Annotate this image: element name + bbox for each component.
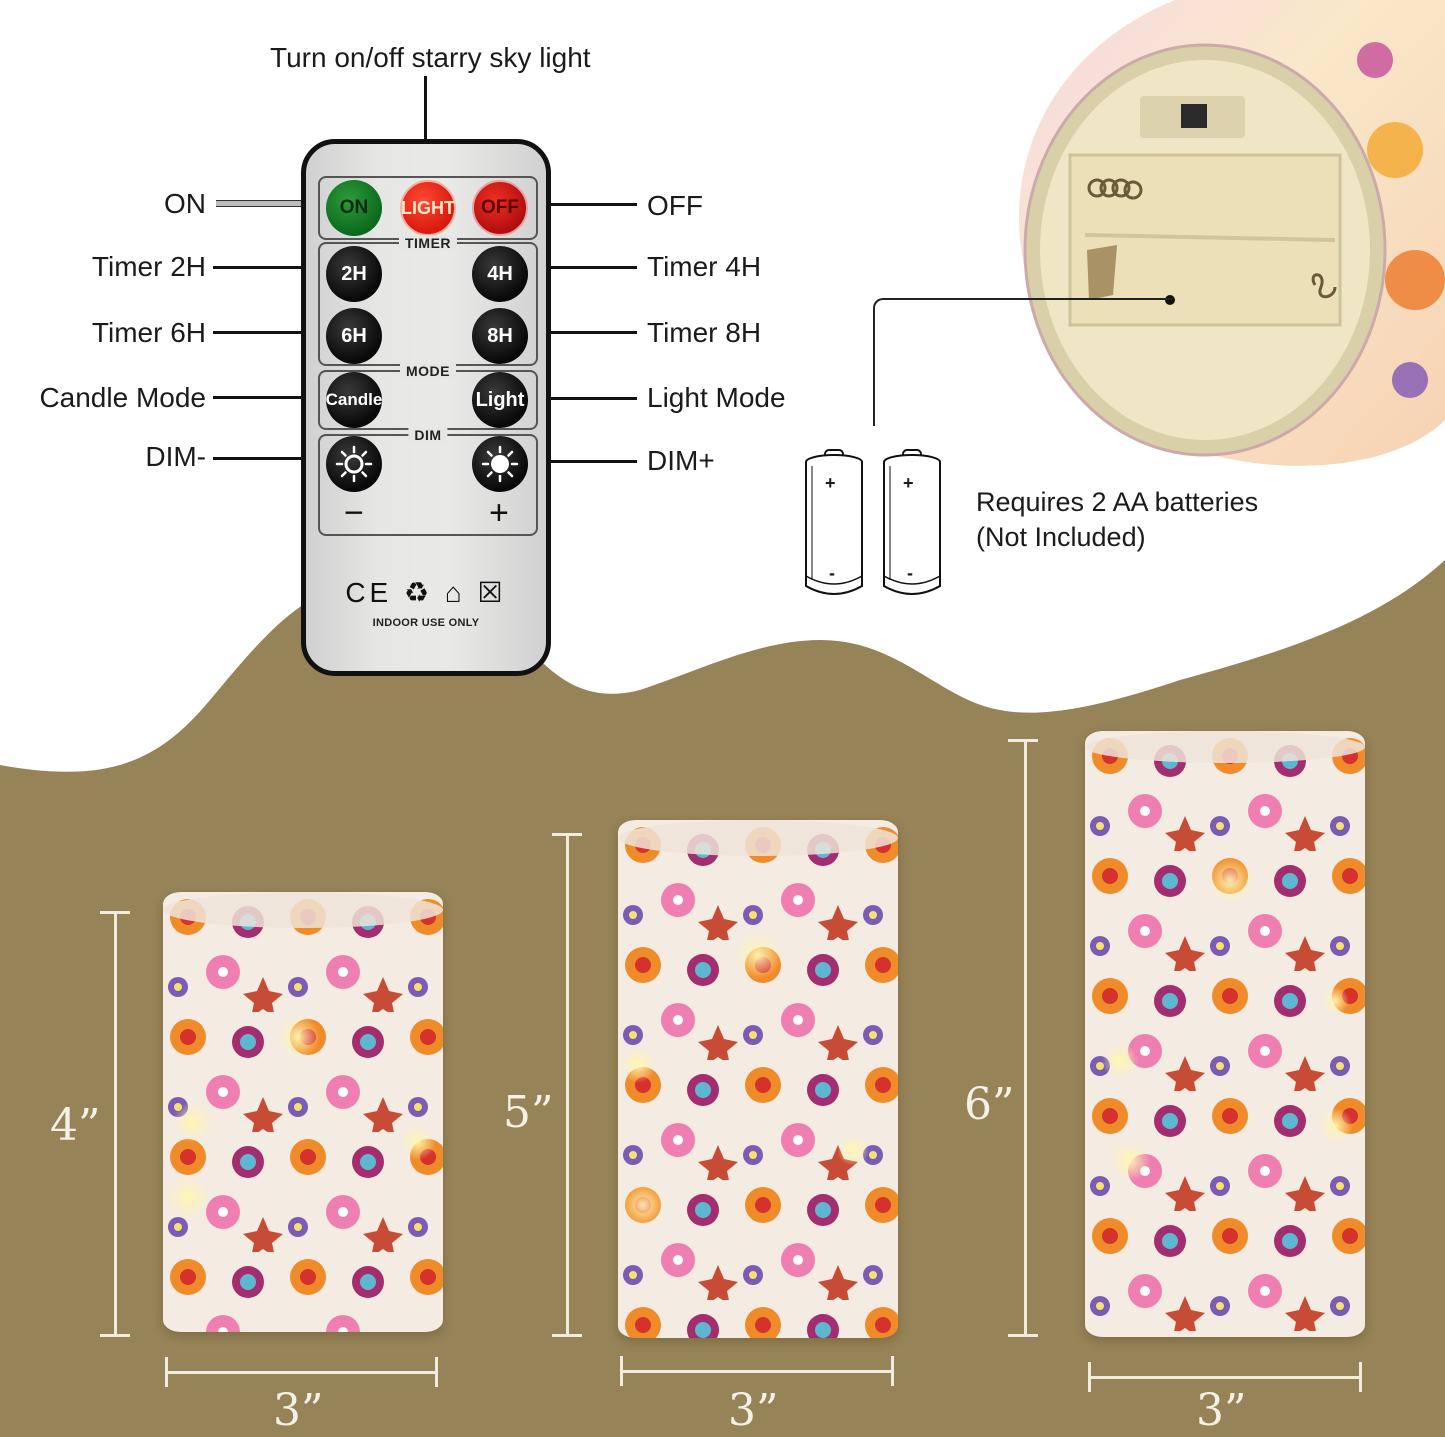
timer-6h-button[interactable]: 6H bbox=[326, 308, 382, 364]
label-off: OFF bbox=[647, 190, 703, 221]
height-ruler-4in bbox=[114, 912, 117, 1336]
timer-2h-button[interactable]: 2H bbox=[326, 246, 382, 302]
height-ruler-6in bbox=[1024, 740, 1027, 1336]
timer-8h-line bbox=[520, 331, 637, 334]
mode-group-title: MODE bbox=[400, 363, 456, 379]
label-timer-8h: Timer 8H bbox=[647, 317, 762, 348]
candle-6in bbox=[1085, 731, 1365, 1337]
label-timer-4h: Timer 4H bbox=[647, 251, 762, 282]
ruler-tick bbox=[1088, 1362, 1091, 1392]
timer-group-title: TIMER bbox=[398, 235, 458, 251]
battery-plus: + bbox=[825, 473, 836, 493]
off-button[interactable]: OFF bbox=[472, 180, 528, 236]
on-line bbox=[216, 200, 330, 207]
width-label-5in: 3” bbox=[728, 1385, 779, 1436]
ruler-tick bbox=[552, 833, 582, 836]
dim-group-title: DIM bbox=[408, 427, 448, 443]
plus-symbol: + bbox=[489, 494, 509, 532]
candle-mode-line bbox=[213, 396, 330, 399]
ruler-tick bbox=[1008, 1334, 1038, 1337]
battery-line-2: (Not Included) bbox=[976, 522, 1146, 552]
label-on: ON bbox=[164, 188, 206, 219]
candle-4in bbox=[163, 892, 443, 1332]
width-ruler-4in bbox=[166, 1371, 438, 1374]
width-ruler-5in bbox=[621, 1370, 893, 1373]
label-light-mode: Light Mode bbox=[647, 382, 786, 413]
ruler-tick bbox=[552, 1334, 582, 1337]
on-button[interactable]: ON bbox=[326, 180, 382, 236]
sun-outline-icon bbox=[335, 445, 373, 483]
timer-6h-line bbox=[213, 331, 330, 334]
label-dim-minus: DIM- bbox=[145, 441, 206, 472]
timer-2h-line bbox=[213, 266, 330, 269]
battery-minus: - bbox=[907, 563, 913, 583]
width-ruler-6in bbox=[1089, 1376, 1361, 1379]
ruler-tick bbox=[891, 1356, 894, 1386]
battery-requirement-text: Requires 2 AA batteries (Not Included) bbox=[976, 485, 1258, 555]
label-timer-6h: Timer 6H bbox=[91, 317, 206, 348]
ruler-tick bbox=[1359, 1362, 1362, 1392]
ruler-tick bbox=[100, 1334, 130, 1337]
certification-icons: CE ♻ ⌂ ☒ bbox=[345, 577, 507, 608]
height-ruler-5in bbox=[566, 834, 569, 1336]
label-candle-mode: Candle Mode bbox=[39, 382, 206, 413]
battery-line-1: Requires 2 AA batteries bbox=[976, 487, 1259, 517]
height-label-4in: 4” bbox=[50, 1100, 101, 1151]
ruler-tick bbox=[1008, 739, 1038, 742]
battery-compartment-photo bbox=[1015, 0, 1445, 470]
dim-plus-button[interactable] bbox=[472, 436, 528, 492]
ruler-tick bbox=[100, 911, 130, 914]
callout-line bbox=[424, 76, 427, 186]
dim-group: DIM bbox=[318, 427, 538, 536]
aa-battery-1: + - bbox=[803, 448, 865, 607]
starry-light-callout: Turn on/off starry sky light bbox=[270, 42, 591, 73]
aa-battery-2: + - bbox=[881, 448, 943, 607]
off-line bbox=[520, 203, 637, 206]
timer-8h-button[interactable]: 8H bbox=[472, 308, 528, 364]
ruler-tick bbox=[165, 1357, 168, 1387]
width-label-6in: 3” bbox=[1196, 1385, 1247, 1436]
ruler-tick bbox=[435, 1357, 438, 1387]
dim-minus-button[interactable] bbox=[326, 436, 382, 492]
timer-4h-line bbox=[520, 266, 637, 269]
battery-plus: + bbox=[903, 473, 914, 493]
indoor-use-text: INDOOR USE ONLY bbox=[372, 617, 480, 629]
remote-control: ON LIGHT OFF TIMER 2H 4H 6H 8H MODE Cand… bbox=[301, 139, 551, 676]
candle-mode-button[interactable]: Candle bbox=[326, 372, 382, 428]
width-label-4in: 3” bbox=[273, 1385, 324, 1436]
battery-minus: - bbox=[829, 563, 835, 583]
battery-callout-line bbox=[873, 298, 1172, 426]
light-mode-line bbox=[520, 397, 637, 400]
ruler-tick bbox=[620, 1356, 623, 1386]
dim-minus-line bbox=[213, 457, 330, 460]
height-label-5in: 5” bbox=[503, 1087, 554, 1138]
timer-4h-button[interactable]: 4H bbox=[472, 246, 528, 302]
candle-5in bbox=[618, 820, 898, 1338]
label-dim-plus: DIM+ bbox=[647, 445, 715, 476]
light-mode-button[interactable]: Light bbox=[472, 372, 528, 428]
sun-filled-icon bbox=[481, 445, 519, 483]
minus-symbol: − bbox=[344, 494, 364, 532]
light-button[interactable]: LIGHT bbox=[400, 180, 456, 236]
dim-plus-line bbox=[520, 460, 637, 463]
label-timer-2h: Timer 2H bbox=[91, 251, 206, 282]
height-label-6in: 6” bbox=[964, 1079, 1015, 1130]
